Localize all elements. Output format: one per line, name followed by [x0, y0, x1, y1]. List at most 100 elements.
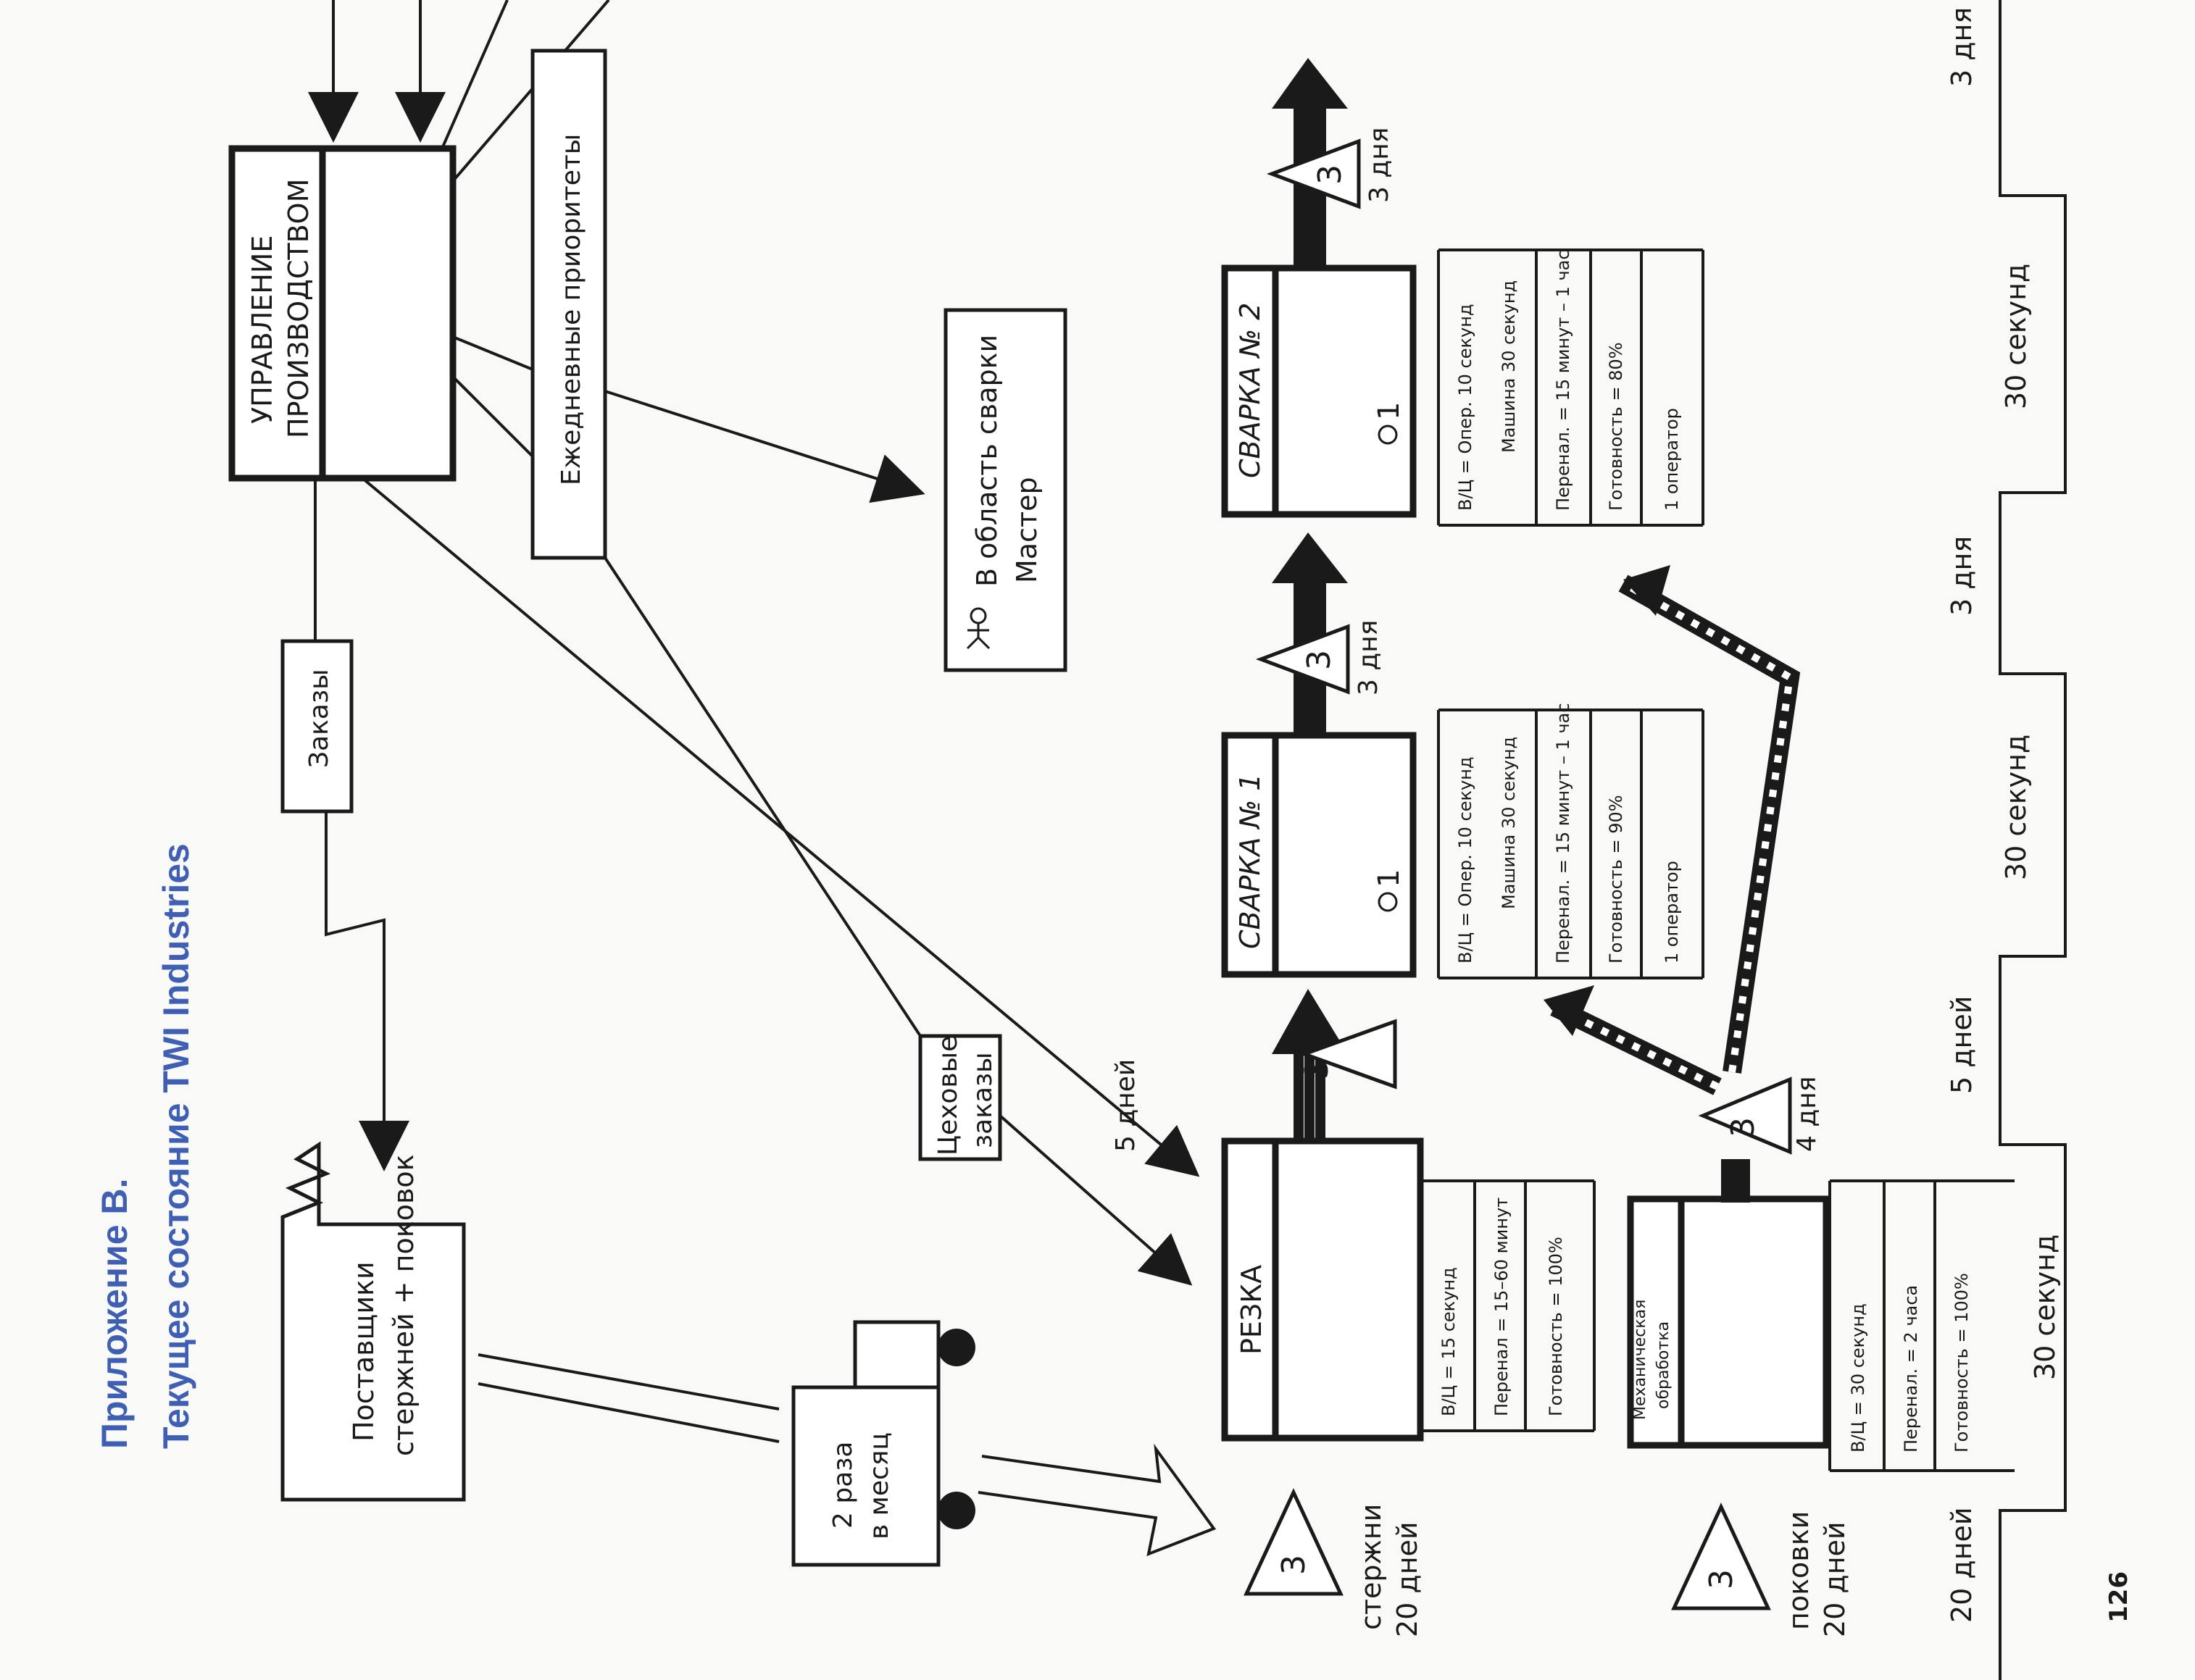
weld-2-operators: 1	[1373, 402, 1406, 420]
inventory-bars-count: 3	[1275, 1555, 1312, 1575]
production-control-label-1: УПРАВЛЕНИЕ	[246, 235, 278, 424]
dotted-push-to-weld-1-dots	[1552, 1003, 1720, 1090]
weld-1-data-line-2: Машина 30 секунд	[1499, 737, 1519, 909]
supervisor-icon	[966, 607, 991, 650]
production-control-label-2: ПРОИЗВОДСТВОМ	[283, 179, 315, 438]
incoming-line-3	[441, 0, 509, 149]
inventory-after-weld-1: 3 3 дня	[1255, 620, 1383, 695]
page-title: Текущее состояние TWI Industries	[156, 843, 196, 1449]
page-number: 126	[2104, 1571, 2133, 1623]
shop-orders-arrow-1	[361, 477, 1200, 1177]
appendix-heading: Приложение В.	[94, 1179, 135, 1449]
shop-orders-label-2: заказы	[968, 1052, 998, 1148]
orders-electronic-line	[325, 811, 409, 1171]
shipment-arrow-head	[978, 1443, 1217, 1557]
machining-data-line-2: Перенал. = 2 часа	[1901, 1285, 1921, 1453]
inventory-forgings-days: 20 дней	[1819, 1521, 1851, 1637]
inventory-after-cutting-count: 3	[1299, 1059, 1336, 1079]
process-weld-2-box: СВАРКА № 2 1	[1221, 264, 1417, 518]
priorities-link-2	[451, 375, 534, 458]
orders-label: Заказы	[304, 669, 334, 768]
shop-orders-label-1: Цеховые	[933, 1036, 963, 1155]
production-control-box: УПРАВЛЕНИЕ ПРОИЗВОДСТВОМ	[228, 145, 457, 482]
inventory-forgings-label: поковки	[1783, 1511, 1815, 1630]
weld-1-data-line-1: В/Ц = Опер. 10 секунд	[1455, 756, 1475, 964]
weld-1-data-line-4: Готовность = 90%	[1606, 795, 1626, 964]
process-weld-1-name: СВАРКА № 1	[1234, 774, 1266, 949]
machining-data-box: В/Ц = 30 секунд Перенал. = 2 часа Готовн…	[1828, 1179, 2015, 1472]
supplier-label-1: Поставщики	[348, 1261, 380, 1442]
weld-1-data-line-3: Перенал. = 15 минут – 1 час	[1553, 703, 1573, 964]
cutting-data-line-3: Готовность = 100%	[1546, 1237, 1566, 1416]
weld-2-data-box: В/Ц = Опер. 10 секунд Машина 30 секунд П…	[1437, 248, 1704, 527]
process-machining: Механическая обработка	[1627, 1195, 1830, 1449]
shop-orders-arrow-2	[999, 1114, 1193, 1286]
weld-area-box	[944, 308, 1067, 672]
process-machining-name-2: обработка	[1654, 1321, 1673, 1409]
inventory-forgings-count: 3	[1703, 1569, 1740, 1589]
inventory-bars-label: стержни	[1355, 1504, 1387, 1630]
cutting-data-line-1: В/Ц = 15 секунд	[1438, 1267, 1459, 1416]
inventory-forgings: 3 поковки 20 дней	[1671, 1503, 1851, 1637]
timeline-ladder	[1999, 0, 2067, 1680]
daily-priorities-label: Ежедневные приоритеты	[557, 134, 586, 485]
weld-area-label: В область сварки	[971, 335, 1003, 587]
inventory-after-cutting-days: 5 дней	[1111, 1059, 1141, 1152]
inventory-after-weld-1-days: 3 дня	[1354, 620, 1383, 695]
inventory-bars-days: 20 дней	[1391, 1521, 1423, 1637]
supervisor-label: Мастер	[1011, 477, 1043, 583]
dotted-push-to-weld-2-dots	[1621, 580, 1794, 1073]
weld-2-data-line-2: Машина 30 секунд	[1499, 280, 1519, 453]
truck-label-2: в месяц	[865, 1432, 894, 1539]
process-machining-name-1: Механическая	[1631, 1300, 1649, 1420]
supplier-factory: Поставщики стержней + поковок	[280, 1141, 466, 1502]
inventory-after-weld-2-count: 3	[1312, 164, 1349, 185]
daily-priorities-box	[530, 49, 607, 560]
shop-orders-line	[604, 556, 922, 1037]
timeline-lead-time-1: 20 дней	[1946, 1507, 1978, 1623]
weld-2-data-line-1: В/Ц = Опер. 10 секунд	[1455, 304, 1475, 511]
timeline-lead-time-2: 5 дней	[1946, 996, 1978, 1094]
inventory-after-weld-2-days: 3 дня	[1365, 128, 1394, 203]
push-arrow-machining	[1721, 1159, 1750, 1203]
inventory-after-machining-count: 3	[1725, 1117, 1762, 1137]
timeline-lead-time-3: 3 дня	[1946, 536, 1978, 616]
inventory-after-machining-days: 4 дня	[1792, 1077, 1822, 1152]
timeline-process-time-1: 30 секунд	[2029, 1234, 2061, 1380]
weld-2-data-line-4: Готовность = 80%	[1606, 342, 1626, 511]
weld-1-data-box: В/Ц = Опер. 10 секунд Машина 30 секунд П…	[1437, 703, 1704, 979]
shipment-line-top	[478, 1353, 780, 1411]
shipment-truck: 2 раза в месяц	[791, 1320, 975, 1567]
shop-orders-box	[918, 1034, 1002, 1161]
priorities-link-1	[452, 335, 533, 371]
inventory-after-weld-1-count: 3	[1301, 650, 1338, 670]
weld-1-operators: 1	[1373, 869, 1406, 887]
dotted-push-to-weld-1-head	[1544, 985, 1594, 1036]
timeline-process-time-2: 30 секунд	[2000, 735, 2032, 880]
orders-box	[280, 639, 354, 814]
process-cutting-name: РЕЗКА	[1236, 1265, 1267, 1355]
process-weld-2-name: СВАРКА № 2	[1234, 303, 1266, 478]
priorities-to-weld-arrow	[604, 390, 925, 503]
process-weld-1-box: СВАРКА № 1 1	[1221, 732, 1417, 978]
machining-data-line-1: В/Ц = 30 секунд	[1848, 1303, 1868, 1453]
cutting-data-line-2: Перенал = 15–60 минут	[1491, 1198, 1512, 1416]
weld-1-data-line-5: 1 оператор	[1662, 861, 1682, 964]
inventory-bars: 3 стержни 20 дней	[1244, 1488, 1423, 1637]
timeline-process-time-3: 30 секунд	[2000, 264, 2032, 409]
inventory-after-machining: 3 4 дня	[1698, 1077, 1822, 1155]
shipment-line-bottom	[478, 1382, 780, 1443]
machining-data-line-3: Готовность = 100%	[1952, 1273, 1972, 1453]
supplier-label-2: стержней + поковок	[388, 1154, 420, 1456]
push-arrow-cutting	[1272, 989, 1348, 1141]
weld-2-data-line-3: Перенал. = 15 минут – 1 час	[1553, 250, 1573, 511]
dotted-push-to-weld-2-head	[1623, 565, 1670, 616]
truck-label-1: 2 раза	[828, 1442, 858, 1529]
inventory-after-cutting: 3 5 дней	[1111, 1019, 1397, 1152]
cutting-data-box: В/Ц = 15 секунд Перенал = 15–60 минут Го…	[1419, 1179, 1596, 1432]
timeline-lead-time-4: 3 дня	[1946, 7, 1978, 87]
weld-2-data-line-5: 1 оператор	[1662, 408, 1682, 511]
inventory-after-weld-2: 3 3 дня	[1266, 128, 1394, 209]
